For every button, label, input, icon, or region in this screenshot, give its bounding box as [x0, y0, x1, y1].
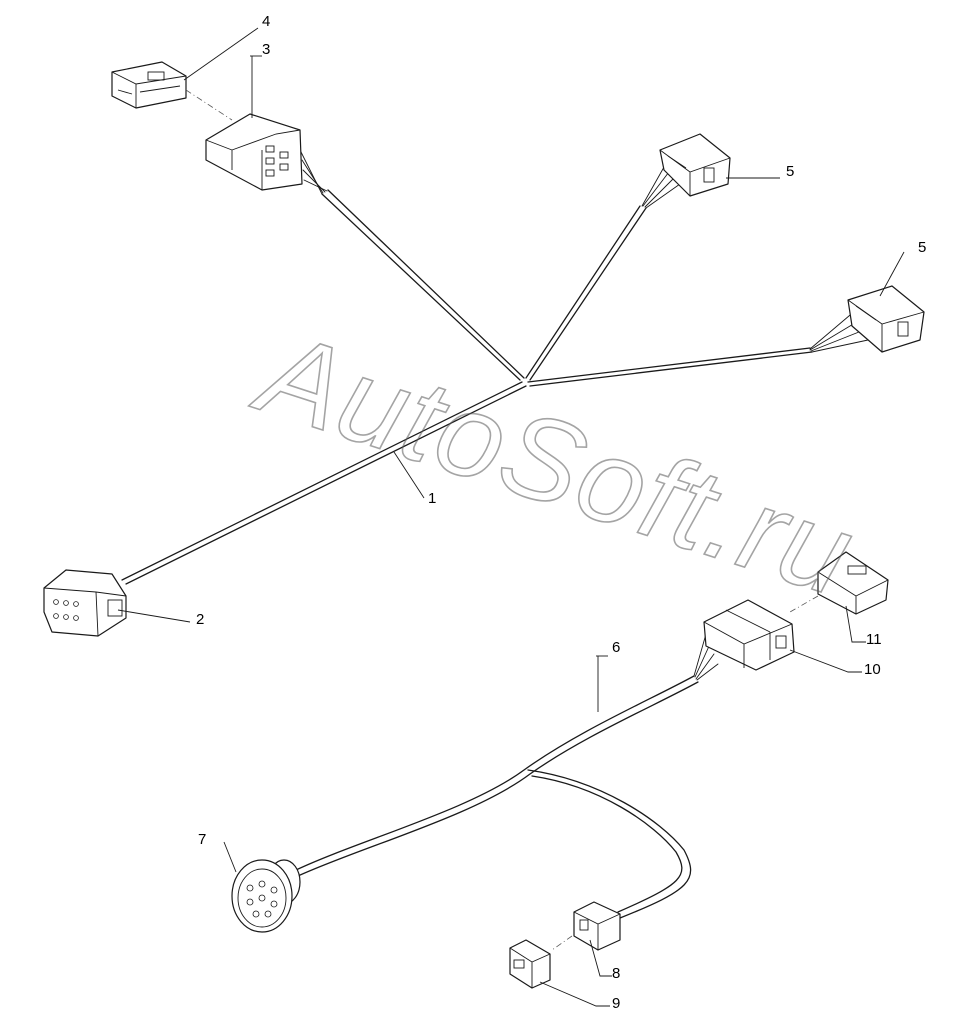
connector-9	[509, 939, 551, 989]
connector-10	[703, 599, 795, 671]
connector-5-upper	[659, 133, 731, 197]
callout-8: 8	[612, 965, 620, 982]
callout-9: 9	[612, 995, 620, 1012]
lower-harness	[295, 633, 719, 919]
leader-lines	[117, 27, 905, 1007]
connector-7	[231, 859, 301, 933]
callout-2: 2	[196, 611, 204, 628]
connector-2	[43, 569, 127, 637]
callout-3: 3	[262, 41, 270, 58]
callout-10: 10	[864, 661, 881, 678]
callout-6: 6	[612, 639, 620, 656]
connector-8	[573, 901, 621, 951]
connector-11	[817, 551, 889, 615]
callout-5-upper: 5	[786, 163, 794, 180]
callout-5-lower: 5	[918, 239, 926, 256]
callout-4: 4	[262, 13, 270, 30]
connector-5-lower	[847, 285, 925, 353]
callout-1: 1	[428, 490, 436, 507]
upper-harness	[121, 149, 869, 585]
callout-7: 7	[198, 831, 206, 848]
connector-3	[205, 113, 303, 191]
connector-4	[111, 61, 187, 109]
callout-11: 11	[866, 631, 882, 648]
